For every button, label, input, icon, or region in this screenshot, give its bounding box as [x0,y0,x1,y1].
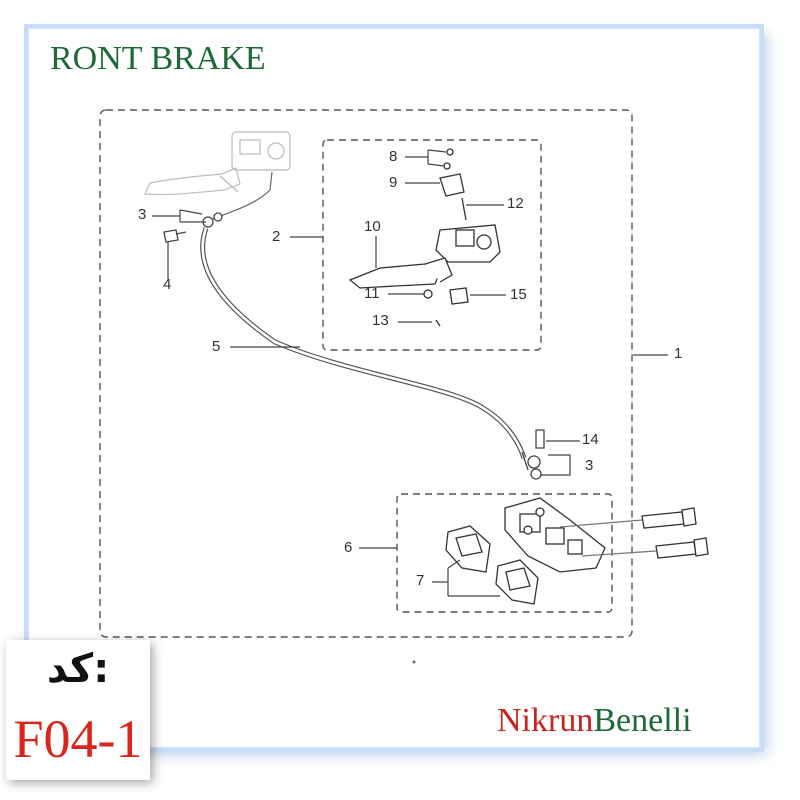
brand-name-part1: Nikrun [497,702,594,739]
callout-10: 10 [364,218,381,235]
part-code-box: کد: F04-1 [6,640,150,780]
callout-15: 15 [510,286,527,303]
page-frame [28,28,760,748]
upper-banjo [163,212,223,243]
callout-6: 6 [344,539,353,556]
lower-banjo [521,429,545,480]
brake-pads [445,525,539,605]
caliper-box [396,493,613,613]
callout-3-lower: 3 [585,457,594,474]
master-cylinder-box [322,139,542,351]
part-code-label: کد: [46,646,110,692]
callout-13: 13 [372,312,389,329]
callout-14: 14 [582,431,599,448]
callout-2: 2 [272,228,281,245]
callout-5: 5 [212,338,221,355]
master-cylinder [348,148,501,327]
callout-7: 7 [416,572,425,589]
brand-name: NikrunBenelli [497,702,692,740]
page-title: RONT BRAKE [50,40,266,77]
assembly-box [99,109,633,638]
callout-4: 4 [163,276,172,293]
callout-9: 9 [389,174,398,191]
ghost-master-cylinder [144,131,291,196]
callout-1: 1 [674,345,683,362]
callout-11: 11 [364,285,380,302]
stray-dot [412,660,416,664]
brand-name-part2: Benelli [593,702,692,739]
callout-3-upper: 3 [138,206,147,223]
callout-12: 12 [507,195,524,212]
callout-8: 8 [389,148,398,165]
caliper [504,497,606,573]
leader-lines [152,149,668,597]
part-code-value: F04-1 [13,709,143,769]
caliper-bolts [559,507,709,559]
